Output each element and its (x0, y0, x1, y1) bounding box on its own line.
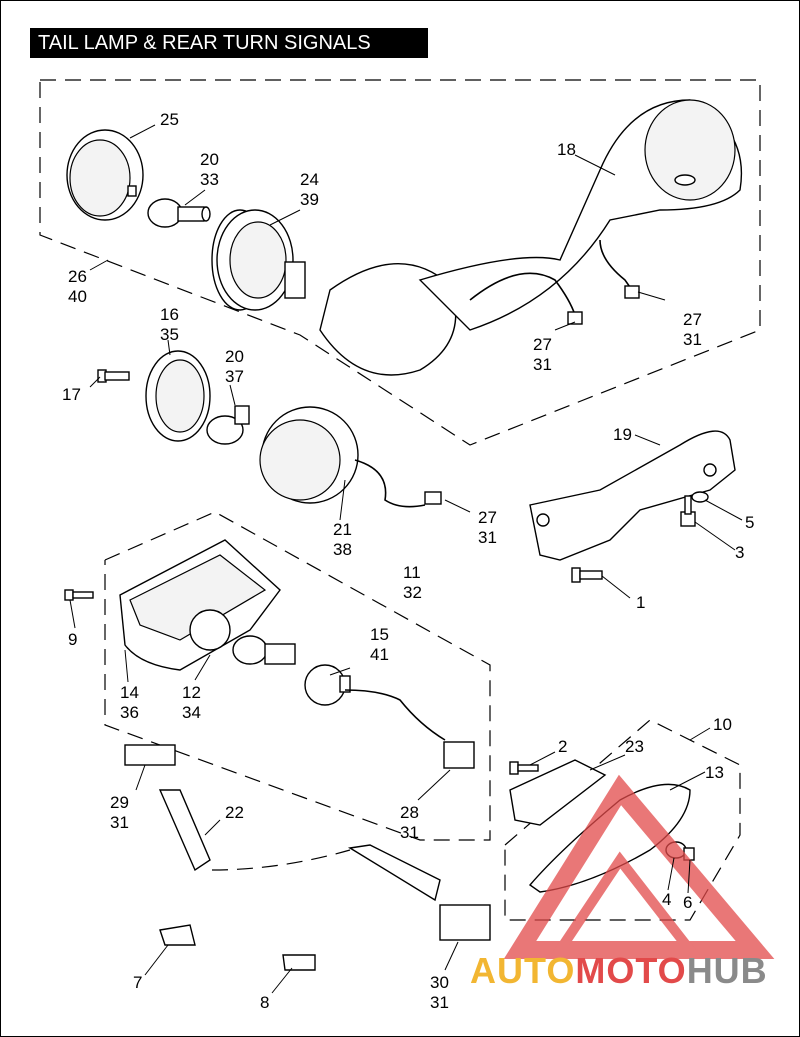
callout-28: 28 (400, 803, 419, 822)
turn-signal-housing-24 (211, 209, 306, 311)
lens-21 (259, 406, 359, 504)
bulb-12 (232, 635, 296, 665)
callout-21: 21 (333, 520, 352, 539)
callout-13: 13 (705, 763, 724, 782)
screw-9 (64, 589, 94, 601)
callout-26: 26 (68, 267, 87, 286)
washer-5 (691, 491, 709, 503)
callout-8: 8 (260, 993, 269, 1012)
callout-3: 3 (735, 543, 744, 562)
callout-27-a: 27 (533, 335, 552, 354)
callout-30: 30 (430, 973, 449, 992)
turn-signal-bracket-18 (319, 99, 743, 376)
screw-1 (571, 567, 603, 583)
callout-33: 33 (200, 170, 219, 189)
mount-bracket-19 (529, 430, 736, 561)
callout-24: 24 (300, 170, 319, 189)
clip-7 (159, 924, 196, 946)
callout-7: 7 (133, 973, 142, 992)
connector-27-left (567, 311, 583, 325)
callout-41: 41 (370, 645, 389, 664)
callout-36: 36 (120, 703, 139, 722)
license-light-assembly-outline (504, 719, 741, 921)
connector-28 (443, 741, 475, 769)
callout-35: 35 (160, 325, 179, 344)
callout-25: 25 (160, 110, 179, 129)
callout-6: 6 (683, 893, 692, 912)
callout-19: 19 (613, 425, 632, 444)
wire-harness-right (599, 239, 633, 291)
callout-5: 5 (745, 513, 754, 532)
watermark-auto: AUTO (470, 950, 576, 991)
tail-lamp-assembly-outline (104, 511, 491, 841)
leader-lines (69, 124, 743, 994)
diagram-title: TAIL LAMP & REAR TURN SIGNALS (30, 28, 428, 58)
screw-2 (509, 761, 539, 775)
callout-1: 1 (636, 593, 645, 612)
watermark-moto: MOTO (575, 950, 687, 991)
bulb-20 (147, 198, 211, 228)
callout-37: 37 (225, 367, 244, 386)
connector-27-right (624, 285, 640, 299)
callout-15: 15 (370, 625, 389, 644)
callout-14: 14 (120, 683, 139, 702)
watermark-logo (503, 774, 775, 959)
callout-31-f: 31 (430, 993, 449, 1012)
screw-17 (97, 369, 130, 383)
license-bracket-23 (509, 759, 607, 826)
callout-31-b: 31 (683, 330, 702, 349)
watermark-hub: HUB (686, 950, 768, 991)
watermark-text: AUTOMOTOHUB (470, 950, 768, 992)
callout-17: 17 (62, 385, 81, 404)
callout-11: 11 (403, 563, 421, 582)
upper-assembly-outline (39, 79, 761, 446)
callout-32: 32 (403, 583, 422, 602)
connector-27-lower (424, 491, 442, 505)
connector-29 (124, 744, 176, 766)
callout-12: 12 (182, 683, 201, 702)
callout-27-c: 27 (478, 508, 497, 527)
socket-15 (304, 664, 351, 706)
wire-15 (344, 689, 446, 741)
red-lens-25 (66, 129, 144, 221)
callout-39: 39 (300, 190, 319, 209)
harness-22-right (347, 844, 441, 902)
callout-31-d: 31 (110, 813, 129, 832)
callout-18: 18 (557, 140, 576, 159)
connector-30 (439, 904, 491, 941)
harness-link (211, 849, 351, 871)
tail-lamp-housing-14 (119, 539, 281, 671)
wire-harness-left (469, 272, 576, 316)
callout-31-e: 31 (400, 823, 419, 842)
callout-20-upper: 20 (200, 150, 219, 169)
callout-34: 34 (182, 703, 201, 722)
clip-8 (282, 954, 316, 971)
bolt-3 (680, 495, 696, 527)
callout-16: 16 (160, 305, 179, 324)
callout-10: 10 (713, 715, 732, 734)
callout-31-c: 31 (478, 528, 497, 547)
callout-labels: 25 20 33 24 39 18 26 40 27 31 27 31 16 3… (62, 110, 754, 1012)
callout-22: 22 (225, 803, 244, 822)
callout-40: 40 (68, 287, 87, 306)
callout-29: 29 (110, 793, 129, 812)
wire-21 (354, 459, 426, 508)
callout-20-lower: 20 (225, 347, 244, 366)
callout-4: 4 (662, 890, 671, 909)
callout-38: 38 (333, 540, 352, 559)
callout-23: 23 (625, 737, 644, 756)
callout-9: 9 (68, 630, 77, 649)
callout-2: 2 (558, 737, 567, 756)
callout-31-a: 31 (533, 355, 552, 374)
bulb-20-lower (206, 405, 250, 445)
harness-22 (158, 789, 211, 872)
callout-27-b: 27 (683, 310, 702, 329)
